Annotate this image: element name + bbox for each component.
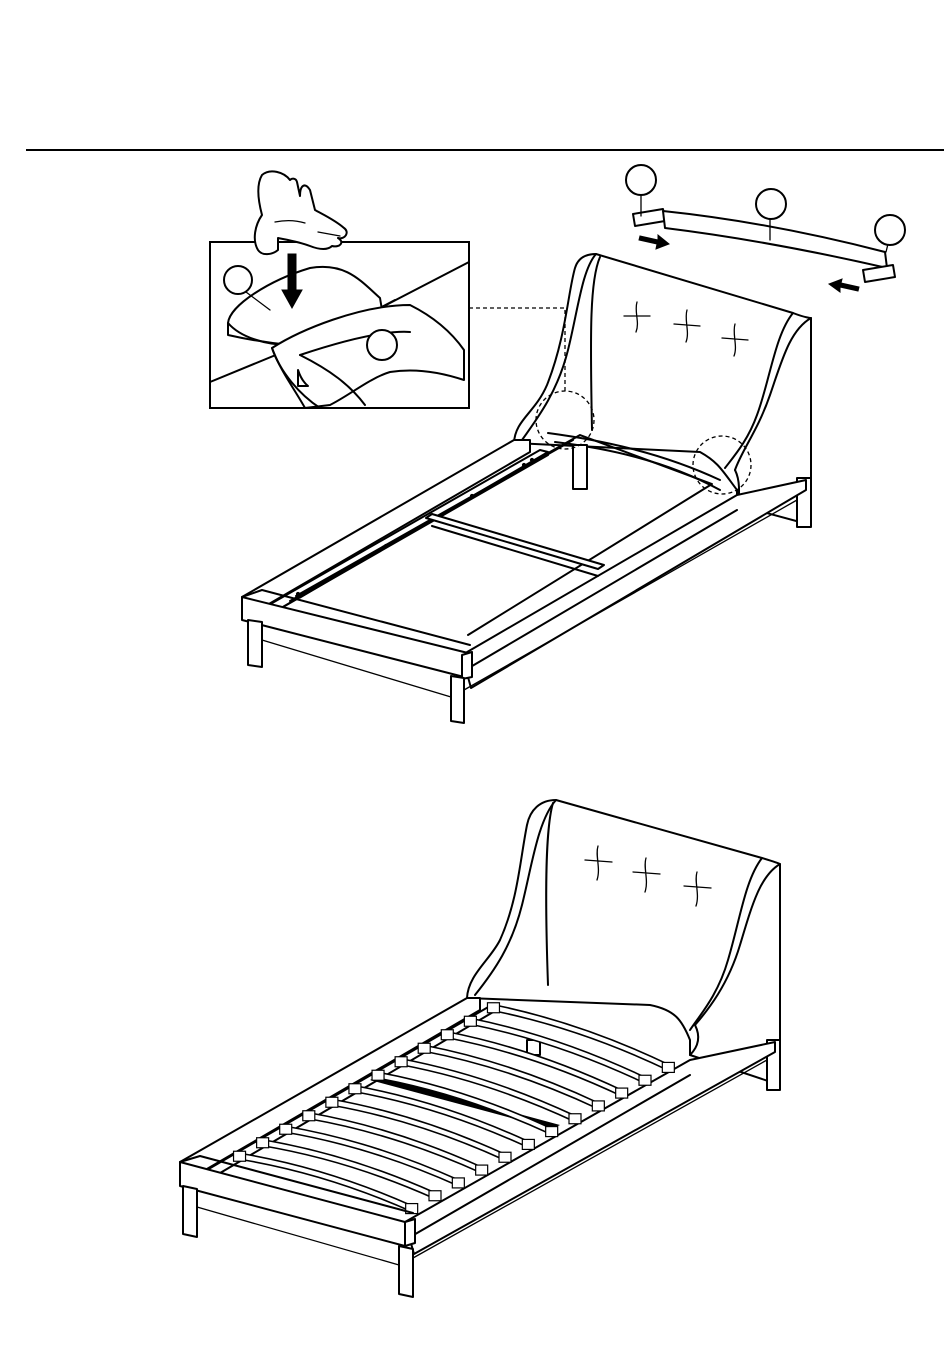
leg-front-right-completed bbox=[399, 1246, 413, 1297]
leg-front-right bbox=[451, 676, 464, 723]
slat-holder bbox=[349, 1084, 361, 1094]
bed-slat bbox=[470, 1018, 645, 1083]
slat-holder bbox=[616, 1088, 628, 1098]
bed-slat bbox=[493, 1005, 668, 1071]
slat-holder bbox=[303, 1111, 315, 1121]
callout-slat-holder-right bbox=[875, 215, 905, 245]
slat-holder bbox=[429, 1191, 441, 1201]
slat-holder bbox=[395, 1057, 407, 1067]
footboard bbox=[242, 597, 468, 678]
arrow-right-icon bbox=[639, 235, 669, 249]
callout-detail-holder bbox=[224, 266, 252, 294]
leg-rear-left bbox=[573, 445, 587, 489]
center-support-beam bbox=[426, 514, 604, 569]
slat-holder bbox=[257, 1138, 269, 1148]
bed-frame bbox=[242, 433, 811, 723]
detail-inset bbox=[210, 242, 469, 408]
slat-holder bbox=[522, 1139, 534, 1149]
leg-front-left bbox=[248, 620, 262, 667]
slat-holder bbox=[487, 1003, 499, 1013]
slat-part bbox=[663, 211, 887, 268]
leg-front-left-completed bbox=[183, 1186, 197, 1237]
callout-detail-slat bbox=[367, 330, 397, 360]
headboard bbox=[514, 254, 811, 525]
slat-holder bbox=[280, 1124, 292, 1134]
slat-holder-left-part bbox=[633, 209, 665, 226]
slat-holder bbox=[546, 1127, 558, 1137]
arrow-left-icon bbox=[829, 279, 859, 292]
slat-holder bbox=[234, 1151, 246, 1161]
slat-holder bbox=[662, 1062, 674, 1072]
slat-holder bbox=[326, 1097, 338, 1107]
side-rail-left bbox=[242, 440, 530, 608]
step-slat-installation bbox=[210, 165, 905, 723]
step-completed-bed bbox=[180, 800, 780, 1297]
callout-slat bbox=[756, 189, 786, 219]
slat-holder-right-part bbox=[863, 265, 895, 282]
slat-holder bbox=[372, 1070, 384, 1080]
slat-holder bbox=[476, 1165, 488, 1175]
slat-exploded-view bbox=[626, 165, 905, 292]
slat-holder bbox=[499, 1152, 511, 1162]
slat-holder bbox=[569, 1114, 581, 1124]
slat-holder bbox=[441, 1030, 453, 1040]
slat-holder bbox=[418, 1043, 430, 1053]
slat-holder bbox=[464, 1016, 476, 1026]
footboard-completed bbox=[180, 1162, 405, 1246]
side-rail-right bbox=[462, 480, 806, 688]
slat-holder bbox=[639, 1075, 651, 1085]
headboard-completed bbox=[467, 800, 780, 1085]
slat-holder bbox=[452, 1178, 464, 1188]
slat-holder bbox=[592, 1101, 604, 1111]
callout-slat-holder-left bbox=[626, 165, 656, 195]
